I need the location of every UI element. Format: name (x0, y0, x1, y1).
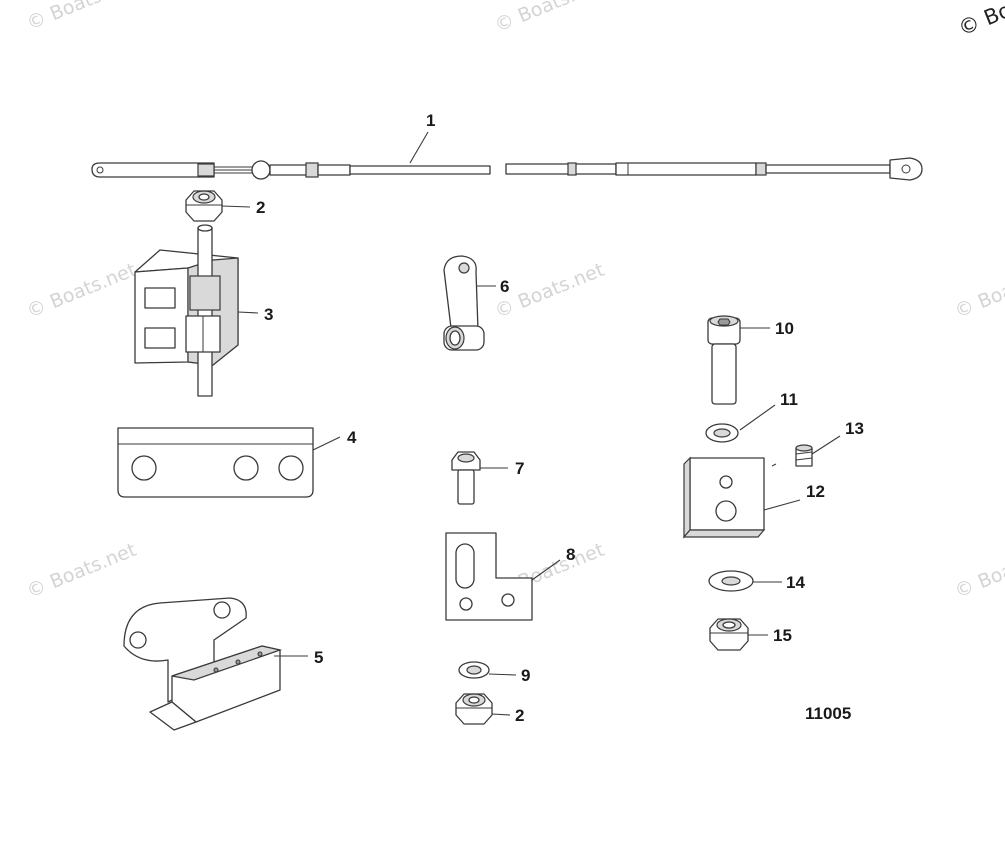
part-13-set-screw (795, 444, 813, 467)
callout-12: 12 (806, 482, 825, 501)
watermark-1: © Boats.net (24, 0, 140, 35)
part-14-washer (708, 570, 754, 592)
part-9-washer (458, 661, 490, 679)
watermark-5: © Boats.net (24, 539, 140, 603)
callout-6: 6 (500, 277, 509, 296)
part-15-nut (709, 618, 749, 651)
part-11-washer (705, 423, 739, 443)
callout-14: 14 (786, 573, 805, 592)
callouts: 1 2 3 4 5 6 7 8 9 2 10 11 13 12 14 15 (256, 111, 864, 725)
part-5-bracket (123, 597, 283, 731)
corner-copyright: © Bo (955, 0, 1005, 41)
part-12-block (682, 456, 777, 539)
watermark-2: © Boats.net (492, 0, 608, 37)
drawing-number: 11005 (805, 704, 851, 723)
callout-2-top: 2 (256, 198, 265, 217)
part-2-nut-top (185, 190, 223, 222)
leader-lines (221, 131, 841, 716)
callout-5: 5 (314, 648, 323, 667)
callout-13: 13 (845, 419, 864, 438)
callout-15: 15 (773, 626, 792, 645)
watermark-8: © Boats.net (952, 539, 1005, 603)
callout-3: 3 (264, 305, 273, 324)
part-3-clamp (134, 224, 239, 397)
callout-10: 10 (775, 319, 794, 338)
callout-11: 11 (780, 390, 798, 409)
part-10-socket-screw (707, 315, 741, 405)
part-8-l-plate (445, 532, 533, 621)
callout-1: 1 (426, 111, 435, 130)
watermark-3: © Boats.net (24, 259, 140, 323)
part-6-lever (443, 255, 485, 351)
callout-4: 4 (347, 428, 357, 447)
callout-7: 7 (515, 459, 524, 478)
part-4-plate (117, 427, 314, 498)
callout-8: 8 (566, 545, 575, 564)
part-2-nut-bottom (455, 693, 493, 725)
part-1-cable (91, 157, 923, 181)
watermark-7: © Boats.net (952, 259, 1005, 323)
callout-9: 9 (521, 666, 530, 685)
part-7-bolt (451, 451, 481, 505)
callout-2-bottom: 2 (515, 706, 524, 725)
